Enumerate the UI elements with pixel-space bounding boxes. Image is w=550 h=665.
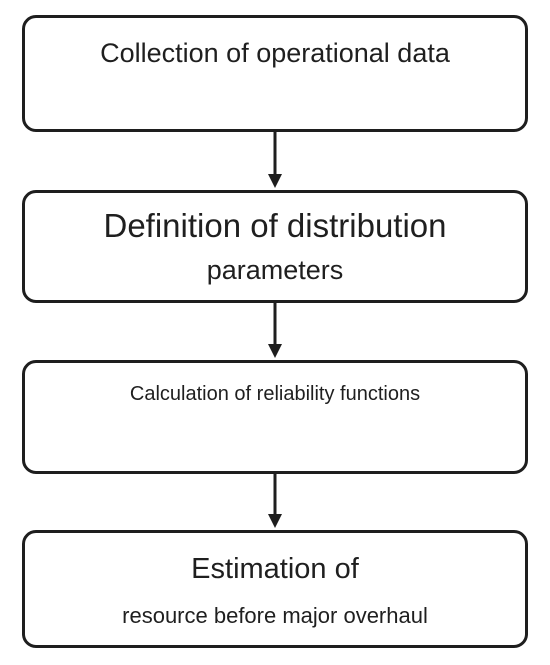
- step-distribution-box: Definition of distribution parameters: [22, 190, 528, 303]
- arrow-down-icon: [268, 474, 282, 528]
- step-collection-label: Collection of operational data: [100, 38, 450, 68]
- step-distribution-label-line1: Definition of distribution: [103, 207, 447, 244]
- step-estimation-box: Estimation of resource before major over…: [22, 530, 528, 648]
- step-estimation-label-line1: Estimation of: [191, 553, 359, 585]
- step-reliability-box: Calculation of reliability functions: [22, 360, 528, 474]
- step-estimation-label-line2: resource before major overhaul: [122, 603, 428, 628]
- arrow-down-icon: [268, 303, 282, 358]
- step-reliability-label: Calculation of reliability functions: [129, 383, 421, 405]
- step-distribution-label-line2: parameters: [206, 255, 344, 285]
- arrow-down-icon: [268, 132, 282, 188]
- step-collection-box: Collection of operational data: [22, 15, 528, 132]
